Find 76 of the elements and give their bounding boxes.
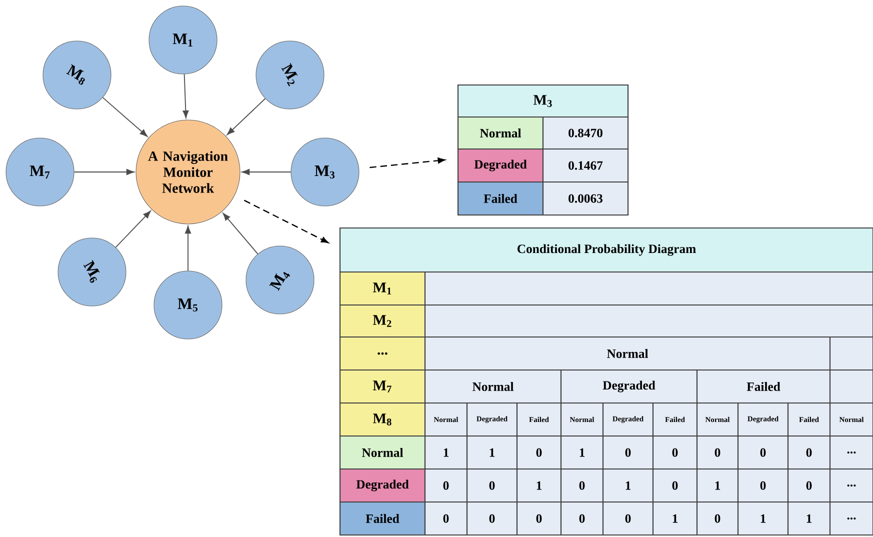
table-cell: ...: [829, 435, 873, 470]
table-cell: 1: [737, 501, 789, 536]
node-label: M$_{5}$: [178, 298, 198, 312]
monitor-circle: [290, 138, 360, 206]
dashed-arrow: [370, 158, 446, 168]
table-cell: 0: [652, 435, 698, 470]
table-cell: 0: [602, 501, 654, 536]
node-label: M$_{3}$: [314, 166, 335, 178]
table-cell: Normal: [457, 116, 544, 150]
arrow: [226, 98, 266, 136]
arrow: [222, 212, 258, 254]
table-cell: 0.8470: [542, 116, 629, 150]
table: [339, 227, 873, 536]
monitor-circle: [58, 238, 126, 306]
table-cell: Failed: [339, 501, 426, 536]
arrow: [102, 97, 148, 137]
table-cell: 0: [696, 501, 739, 536]
table-cell: 0: [560, 501, 604, 536]
table: [457, 84, 629, 216]
arrow: [74, 169, 134, 176]
node-label: M$_{6}$: [83, 260, 100, 283]
table-cell: 0: [602, 435, 654, 470]
node-label: A Navigation Monitor Network: [148, 151, 228, 193]
node-label: M$_{4}$: [269, 272, 290, 291]
table-cell: 0.0063: [542, 181, 629, 216]
table-cell: 1: [516, 468, 562, 503]
table-cell: 0: [737, 435, 789, 470]
table-cell: 0: [696, 435, 739, 470]
monitor-circle: [246, 246, 314, 314]
arrow: [182, 74, 189, 118]
table-cell: 1: [787, 501, 831, 536]
table-cell: 0.1467: [542, 148, 629, 183]
table-cell: 0: [737, 468, 789, 503]
table-cell: Conditional Probability Diagram: [339, 227, 873, 273]
monitor-circle: [148, 6, 218, 74]
node-label: M$_{1}$: [172, 34, 192, 46]
table-cell: 1: [560, 435, 604, 470]
table-cell: M$_{3}$: [457, 84, 629, 118]
arrow: [185, 226, 192, 272]
table-cell: M$_{2}$: [339, 304, 426, 338]
table-cell: 0: [787, 435, 831, 470]
table-cell: M$_{1}$: [339, 271, 426, 306]
table-cell: ...: [829, 468, 873, 503]
table-cell: 0: [652, 468, 698, 503]
table-cell: 1: [466, 435, 518, 470]
table-cell: ...: [339, 336, 426, 371]
table-cell: 1: [696, 468, 739, 503]
monitor-circle: [256, 40, 324, 110]
table-cell: 0: [466, 468, 518, 503]
monitor-circle: [154, 270, 222, 340]
network-circle: [136, 120, 240, 224]
table-cell: ...: [829, 501, 873, 536]
node-label: M$_{8}$: [66, 64, 85, 85]
table-cell: 0: [466, 501, 518, 536]
table-cell: 1: [602, 468, 654, 503]
arrow: [115, 210, 151, 248]
table-cell: 0: [424, 468, 468, 503]
table-cell: 0: [424, 501, 468, 536]
table-cell: M$_{7}$: [339, 369, 426, 404]
node-label: M$_{7}$: [30, 166, 50, 178]
table-cell: Failed: [457, 181, 544, 216]
table-cell: Degraded: [457, 148, 544, 183]
table-cell: Degraded: [339, 468, 426, 503]
table-cell: 0: [560, 468, 604, 503]
table-cell: Normal: [339, 435, 426, 470]
table-cell: 0: [787, 468, 831, 503]
table-cell: 1: [424, 435, 468, 470]
node-label: M$_{2}$: [281, 62, 298, 86]
monitor-circle: [42, 40, 112, 110]
monitor-circle: [6, 138, 74, 206]
table-cell: 0: [516, 435, 562, 470]
table-cell: 1: [652, 501, 698, 536]
table-cell: M$_{8}$: [339, 402, 426, 437]
arrow: [242, 169, 292, 176]
table-cell: 0: [516, 501, 562, 536]
dashed-arrow: [244, 200, 328, 244]
